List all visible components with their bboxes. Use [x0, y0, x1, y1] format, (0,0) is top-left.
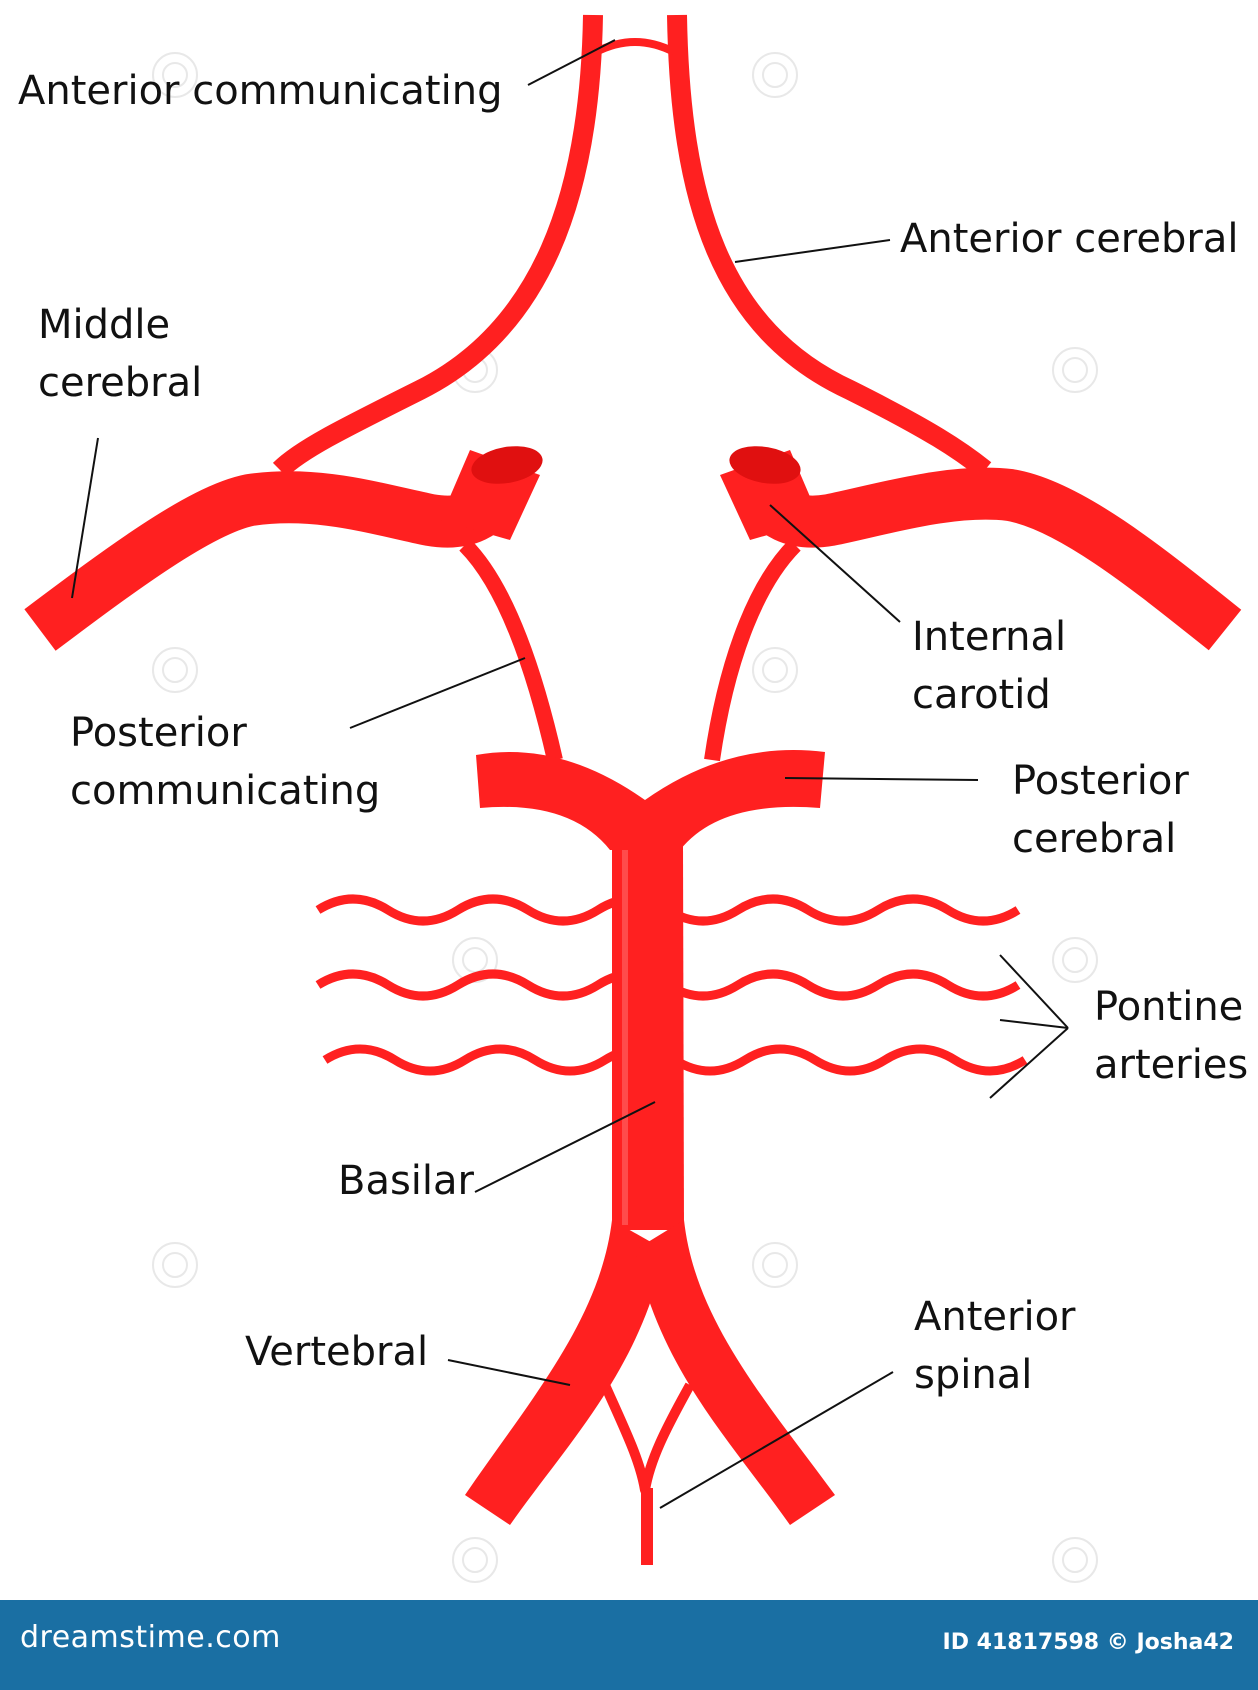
anterior-communicating-artery	[594, 38, 676, 56]
vertebral-right	[635, 1220, 835, 1525]
label-middle-cerebral-line1: Middle	[38, 302, 171, 348]
anterior-cerebral-right	[667, 14, 992, 478]
label-posterior-cerebral-line1: Posterior	[1012, 758, 1189, 804]
label-posterior-communicating-line1: Posterior	[70, 710, 247, 756]
posterior-communicating-left	[459, 539, 563, 762]
label-middle-cerebral-line2: cerebral	[38, 360, 203, 406]
watermark-icons	[152, 52, 1098, 1583]
image-credit: ID 41817598 © Josha42	[943, 1630, 1234, 1655]
vertebral-left	[465, 1220, 665, 1525]
copyright-icon: ©	[1106, 1630, 1129, 1655]
internal-carotid-right	[720, 446, 820, 540]
label-pontine-line1: Pontine	[1094, 984, 1244, 1030]
anterior-spinal-artery	[600, 1382, 695, 1495]
footer-bar: dreamstime.com ID 41817598 © Josha42	[0, 1600, 1258, 1690]
label-anterior-spinal-line2: spinal	[914, 1352, 1033, 1398]
posterior-communicating-right	[704, 539, 801, 762]
internal-carotid-left	[440, 446, 543, 540]
image-id: ID 41817598	[942, 1630, 1100, 1655]
posterior-cerebral-basilar	[465, 750, 835, 1525]
label-basilar: Basilar	[338, 1158, 474, 1204]
posterior-cerebral	[476, 750, 825, 850]
label-posterior-cerebral-line2: cerebral	[1012, 816, 1177, 862]
label-anterior-cerebral: Anterior cerebral	[900, 216, 1239, 262]
label-anterior-communicating: Anterior communicating	[18, 68, 503, 114]
brand-logo-text[interactable]: dreamstime.com	[20, 1620, 281, 1655]
anterior-cerebral-left	[272, 14, 603, 478]
label-pontine-line2: arteries	[1094, 1042, 1249, 1088]
label-internal-carotid-line1: Internal	[912, 614, 1067, 660]
label-vertebral: Vertebral	[245, 1329, 429, 1375]
label-internal-carotid-line2: carotid	[912, 672, 1051, 718]
label-anterior-spinal-line1: Anterior	[914, 1294, 1076, 1340]
artery-diagram	[24, 14, 1242, 1583]
leader-lines	[71, 39, 1069, 1509]
label-posterior-communicating-line2: communicating	[70, 768, 381, 814]
basilar-artery	[612, 845, 684, 1230]
author-name[interactable]: Josha42	[1136, 1630, 1234, 1655]
middle-cerebral-left	[24, 471, 525, 651]
